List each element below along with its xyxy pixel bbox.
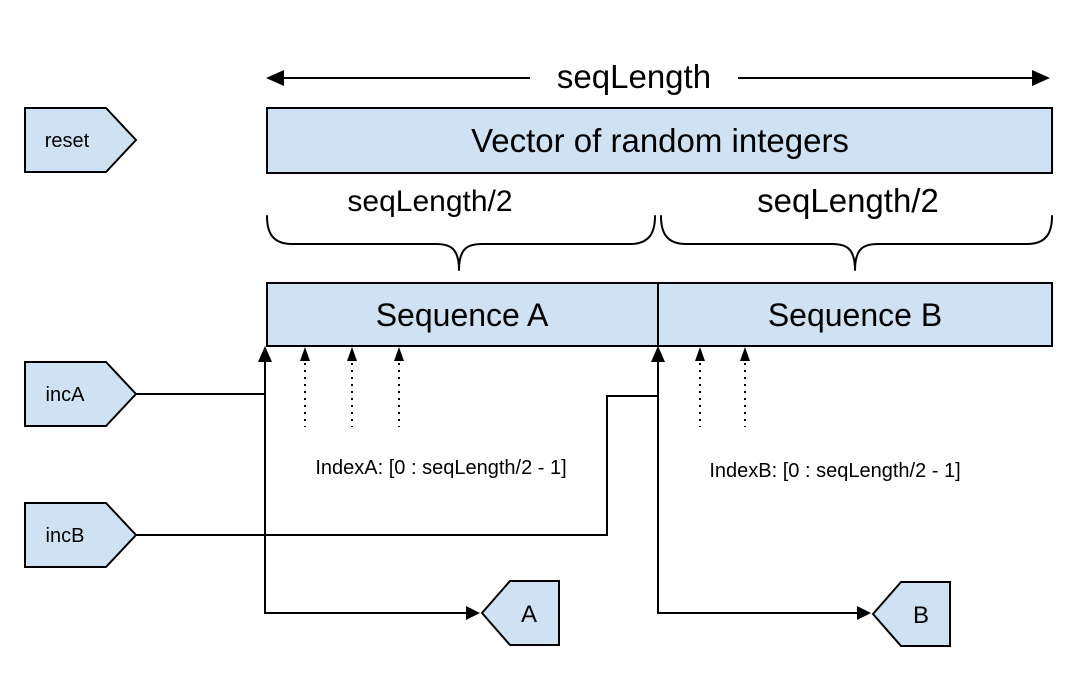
reset-tag-shape [24, 107, 138, 173]
dotted-index-arrow [300, 347, 310, 427]
incb-tag-label: incB [46, 525, 85, 547]
output-b-tag: B [871, 581, 951, 647]
dotted-index-arrow [347, 347, 357, 427]
index-a-dotted-arrows [300, 347, 404, 427]
inca-tag-label: incA [46, 384, 86, 406]
seqlength-arrowhead-left [266, 70, 284, 86]
output-b-arrowhead [857, 606, 871, 620]
vector-box-shape [266, 107, 1053, 174]
reset-tag: reset [24, 107, 138, 173]
output-a-tag-shape [480, 580, 560, 646]
output-a-arrowhead [466, 606, 480, 620]
left-half-label: seqLength/2 [347, 185, 512, 218]
sequence-a-box: Sequence A [266, 282, 659, 347]
right-half-label: seqLength/2 [757, 182, 939, 219]
dotted-index-arrow [740, 347, 750, 427]
seqlength-span-arrow: seqLength [266, 58, 1050, 95]
incb-wire [136, 395, 657, 536]
index-a-arrowhead [258, 346, 272, 362]
left-half-brace [266, 215, 656, 271]
inca-tag-shape [24, 361, 138, 427]
index-b-wire [651, 346, 871, 620]
seqlength-label: seqLength [557, 58, 711, 95]
vector-box: Vector of random integers [266, 107, 1053, 174]
index-b-wire-line [657, 360, 857, 614]
index-a-range-label: IndexA: [0 : seqLength/2 - 1] [315, 457, 566, 479]
incb-tag: incB [24, 502, 138, 568]
right-half-brace [660, 215, 1053, 271]
output-b-tag-shape [871, 581, 951, 647]
index-a-wire-line [264, 360, 466, 614]
index-b-dotted-arrows [695, 347, 750, 427]
reset-tag-label: reset [45, 130, 90, 152]
dotted-index-arrow [695, 347, 705, 427]
incb-tag-shape [24, 502, 138, 568]
dotted-index-arrow [394, 347, 404, 427]
index-a-wire [258, 346, 480, 620]
inca-tag: incA [24, 361, 138, 427]
sequence-a-label: Sequence A [376, 297, 549, 333]
output-a-tag-label: A [521, 601, 537, 628]
sequence-b-box: Sequence B [657, 282, 1053, 347]
output-b-tag-label: B [913, 602, 929, 629]
seqlength-arrowhead-right [1032, 70, 1050, 86]
sequence-b-label: Sequence B [768, 297, 942, 333]
sequence-b-shape [657, 282, 1053, 347]
index-b-range-label: IndexB: [0 : seqLength/2 - 1] [709, 460, 960, 482]
output-a-tag: A [480, 580, 560, 646]
vector-box-label: Vector of random integers [471, 122, 849, 159]
index-b-arrowhead [651, 346, 665, 362]
